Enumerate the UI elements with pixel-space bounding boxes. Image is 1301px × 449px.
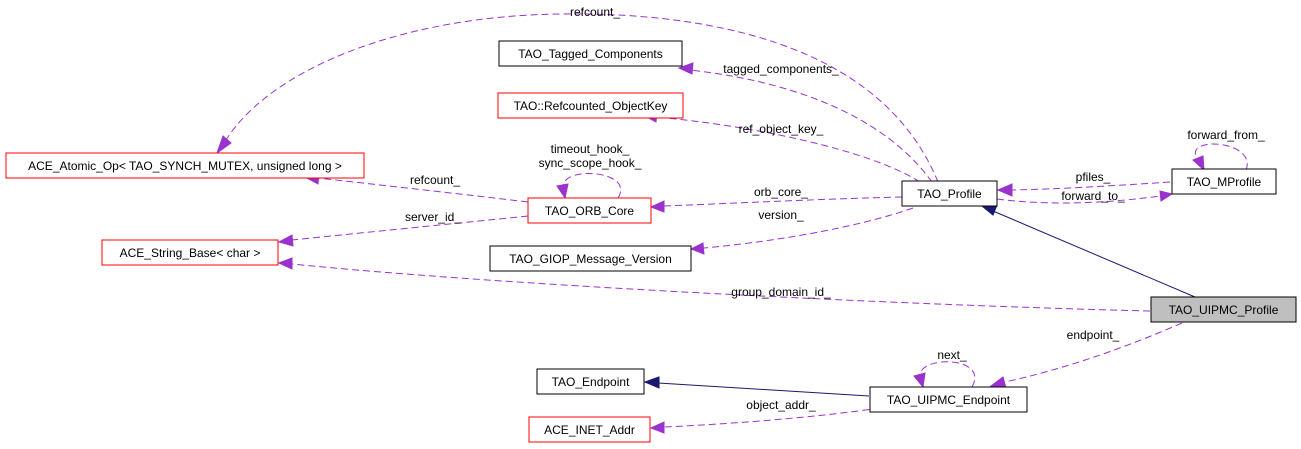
edge-orb-core [663, 196, 903, 207]
edge-label-refcount-top: refcount_ [570, 5, 620, 19]
edge-refcount-profile-arrowhead [216, 135, 232, 155]
edge-forward-from [1194, 143, 1248, 171]
edge-orb-core-hooks [562, 172, 622, 199]
edge-tagged-components-arrowhead [677, 62, 694, 75]
node-label: ACE_String_Base< char > [120, 246, 261, 260]
node-label: TAO_Tagged_Components [518, 47, 663, 61]
edge-endpoint [1004, 322, 1183, 383]
edge-pfiles [1011, 181, 1171, 191]
edge-label-pfiles: pfiles_ [1076, 170, 1111, 184]
node-tao-giop-message-version[interactable]: TAO_GIOP_Message_Version [489, 245, 692, 272]
node-label: TAO::Refcounted_ObjectKey [514, 99, 668, 113]
node-box [1150, 296, 1297, 323]
edge-version-arrowhead [689, 242, 705, 255]
node-label: TAO_GIOP_Message_Version [509, 252, 672, 266]
edge-forward-to-arrowhead [1159, 190, 1174, 202]
node-tao-profile[interactable]: TAO_Profile [901, 180, 998, 207]
node-label: TAO_UIPMC_Endpoint [887, 393, 1011, 407]
node-box [527, 197, 652, 224]
node-label: TAO_MProfile [1187, 175, 1262, 189]
edge-labels: refcount_ tagged_components_ ref_object_… [405, 5, 1265, 412]
node-tao-mprofile[interactable]: TAO_MProfile [1171, 168, 1277, 195]
edge-object-addr [663, 407, 881, 428]
node-ace-inet-addr[interactable]: ACE_INET_Addr [528, 416, 651, 443]
node-tao-tagged-components[interactable]: TAO_Tagged_Components [498, 40, 683, 67]
edge-group-domain-id-arrowhead [277, 257, 293, 270]
edge-label-object-addr: object_addr_ [746, 398, 816, 412]
node-box [528, 416, 651, 443]
edge-label-timeout-hook: timeout_hook_ [551, 142, 630, 156]
edge-label-orb-core: orb_core_ [754, 185, 808, 199]
edge-pfiles-arrowhead [996, 183, 1013, 197]
edge-orb-core-hooks-arrowhead [556, 183, 569, 200]
edge-inherit-endpoint-arrowhead [643, 376, 660, 389]
edge-label-server-id: server_id_ [405, 210, 461, 224]
edge-endpoint-arrowhead [989, 376, 1007, 389]
node-tao-orb-core[interactable]: TAO_ORB_Core [527, 197, 652, 224]
node-ace-string-base[interactable]: ACE_String_Base< char > [101, 239, 279, 266]
edge-forward-to [996, 195, 1161, 204]
edge-group-domain-id [291, 263, 1151, 312]
node-label: ACE_Atomic_Op< TAO_SYNCH_MUTEX, unsigned… [28, 159, 342, 173]
node-box [869, 386, 1028, 413]
node-box [497, 92, 684, 119]
node-tao-endpoint[interactable]: TAO_Endpoint [536, 368, 645, 395]
edge-label-endpoint: endpoint_ [1067, 328, 1120, 342]
node-box [498, 40, 683, 67]
node-label: TAO_Profile [917, 187, 982, 201]
edge-tagged-components [689, 69, 933, 183]
node-label: ACE_INET_Addr [544, 423, 635, 437]
node-box [5, 152, 365, 179]
edge-label-forward-to: forward_to_ [1061, 189, 1125, 203]
edge-server-id-arrowhead [277, 234, 294, 247]
node-box [1171, 168, 1277, 195]
edge-refcount-orb-core [317, 177, 529, 203]
node-label: TAO_Endpoint [552, 375, 630, 389]
edge-next [919, 361, 976, 388]
edge-orb-core-arrowhead [649, 200, 665, 213]
edge-forward-from-arrowhead [1192, 155, 1205, 172]
edge-server-id [291, 215, 529, 241]
node-tao-uipmc-endpoint[interactable]: TAO_UIPMC_Endpoint [869, 386, 1028, 413]
node-tao-uipmc-profile[interactable]: TAO_UIPMC_Profile [1150, 296, 1297, 323]
edge-label-tagged-components: tagged_components_ [723, 62, 839, 76]
node-label: TAO_UIPMC_Profile [1169, 303, 1279, 317]
edges [216, 13, 1248, 434]
edge-ref-object-key [654, 116, 921, 183]
node-box [101, 239, 279, 266]
node-label: TAO_ORB_Core [545, 204, 634, 218]
edge-label-forward-from: forward_from_ [1187, 128, 1265, 142]
node-box [901, 180, 998, 207]
edge-label-ref-object-key: ref_object_key_ [739, 122, 824, 136]
edge-version [703, 207, 914, 249]
edge-inherit-profile [992, 210, 1196, 298]
edge-label-version: version_ [758, 208, 804, 222]
edge-label-group-domain-id: group_domain_id_ [731, 285, 831, 299]
edge-label-refcount: refcount_ [410, 173, 460, 187]
node-ace-atomic-op[interactable]: ACE_Atomic_Op< TAO_SYNCH_MUTEX, unsigned… [5, 152, 365, 179]
edge-inherit-endpoint [657, 382, 870, 397]
node-box [536, 368, 645, 395]
edge-label-sync-scope-hook: sync_scope_hook_ [539, 156, 642, 170]
edge-label-next: next_ [937, 348, 967, 362]
node-box [489, 245, 692, 272]
edge-object-addr-arrowhead [649, 421, 665, 434]
edge-next-arrowhead [913, 372, 926, 389]
node-tao-refcounted-objectkey[interactable]: TAO::Refcounted_ObjectKey [497, 92, 684, 119]
